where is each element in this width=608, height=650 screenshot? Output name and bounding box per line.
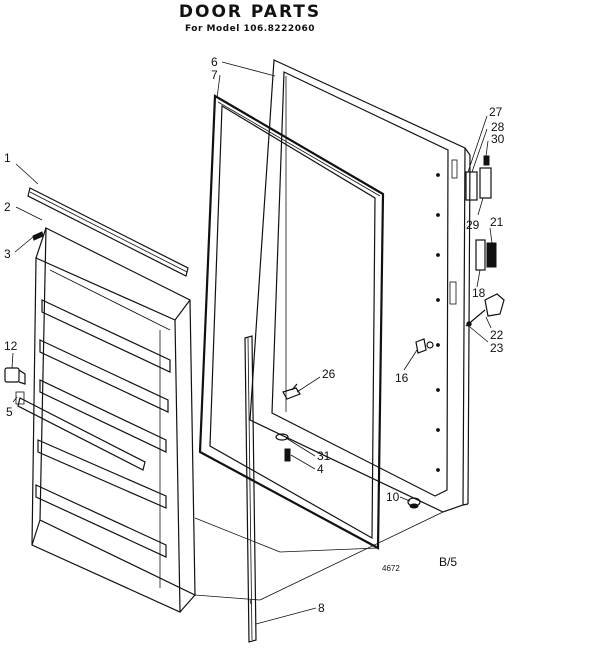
part-label-5: 5 bbox=[6, 405, 13, 419]
breaker-strip bbox=[27, 187, 189, 277]
part-label-18: 18 bbox=[472, 286, 486, 300]
door-liner bbox=[31, 227, 196, 613]
part-label-4: 4 bbox=[317, 462, 324, 476]
part-label-10: 10 bbox=[386, 490, 400, 504]
part-label-26: 26 bbox=[322, 367, 336, 381]
screw-4-icon bbox=[284, 448, 291, 462]
latch-icon bbox=[475, 239, 497, 271]
part-label-31: 31 bbox=[317, 449, 331, 463]
sheet-mark: B/5 bbox=[439, 555, 457, 569]
drawing-code: 4672 bbox=[382, 564, 400, 573]
pin-31-icon bbox=[275, 433, 289, 441]
part-label-27: 27 bbox=[489, 105, 503, 119]
cap-10-icon bbox=[407, 497, 421, 509]
assembly-guides bbox=[194, 511, 444, 601]
part-label-21: 21 bbox=[490, 215, 504, 229]
handle-set-icon bbox=[465, 155, 492, 201]
hinge-16-icon bbox=[415, 338, 434, 354]
part-label-30: 30 bbox=[491, 132, 505, 146]
trim-strip bbox=[244, 335, 257, 643]
part-label-8: 8 bbox=[318, 601, 325, 615]
part-label-7: 7 bbox=[211, 68, 218, 82]
part-label-3: 3 bbox=[4, 247, 11, 261]
part-label-16: 16 bbox=[395, 371, 409, 385]
part-label-2: 2 bbox=[4, 200, 11, 214]
part-label-22: 22 bbox=[490, 328, 504, 342]
key-icon bbox=[465, 293, 505, 327]
screw-3-icon bbox=[32, 231, 44, 241]
part-label-29: 29 bbox=[466, 218, 480, 232]
clip-26-icon bbox=[282, 383, 301, 400]
outer-door-panel bbox=[249, 59, 471, 513]
part-label-1: 1 bbox=[4, 151, 11, 165]
leader-lines bbox=[11, 61, 493, 625]
diagram-title: DOOR PARTS bbox=[178, 2, 322, 22]
part-label-6: 6 bbox=[211, 55, 218, 69]
door-gasket bbox=[198, 94, 385, 550]
part-label-28: 28 bbox=[491, 120, 505, 134]
bracket-12-icon bbox=[4, 367, 26, 385]
model-subtitle: For Model 106.8222060 bbox=[185, 24, 315, 34]
part-label-12: 12 bbox=[4, 339, 18, 353]
part-label-23: 23 bbox=[490, 341, 504, 355]
